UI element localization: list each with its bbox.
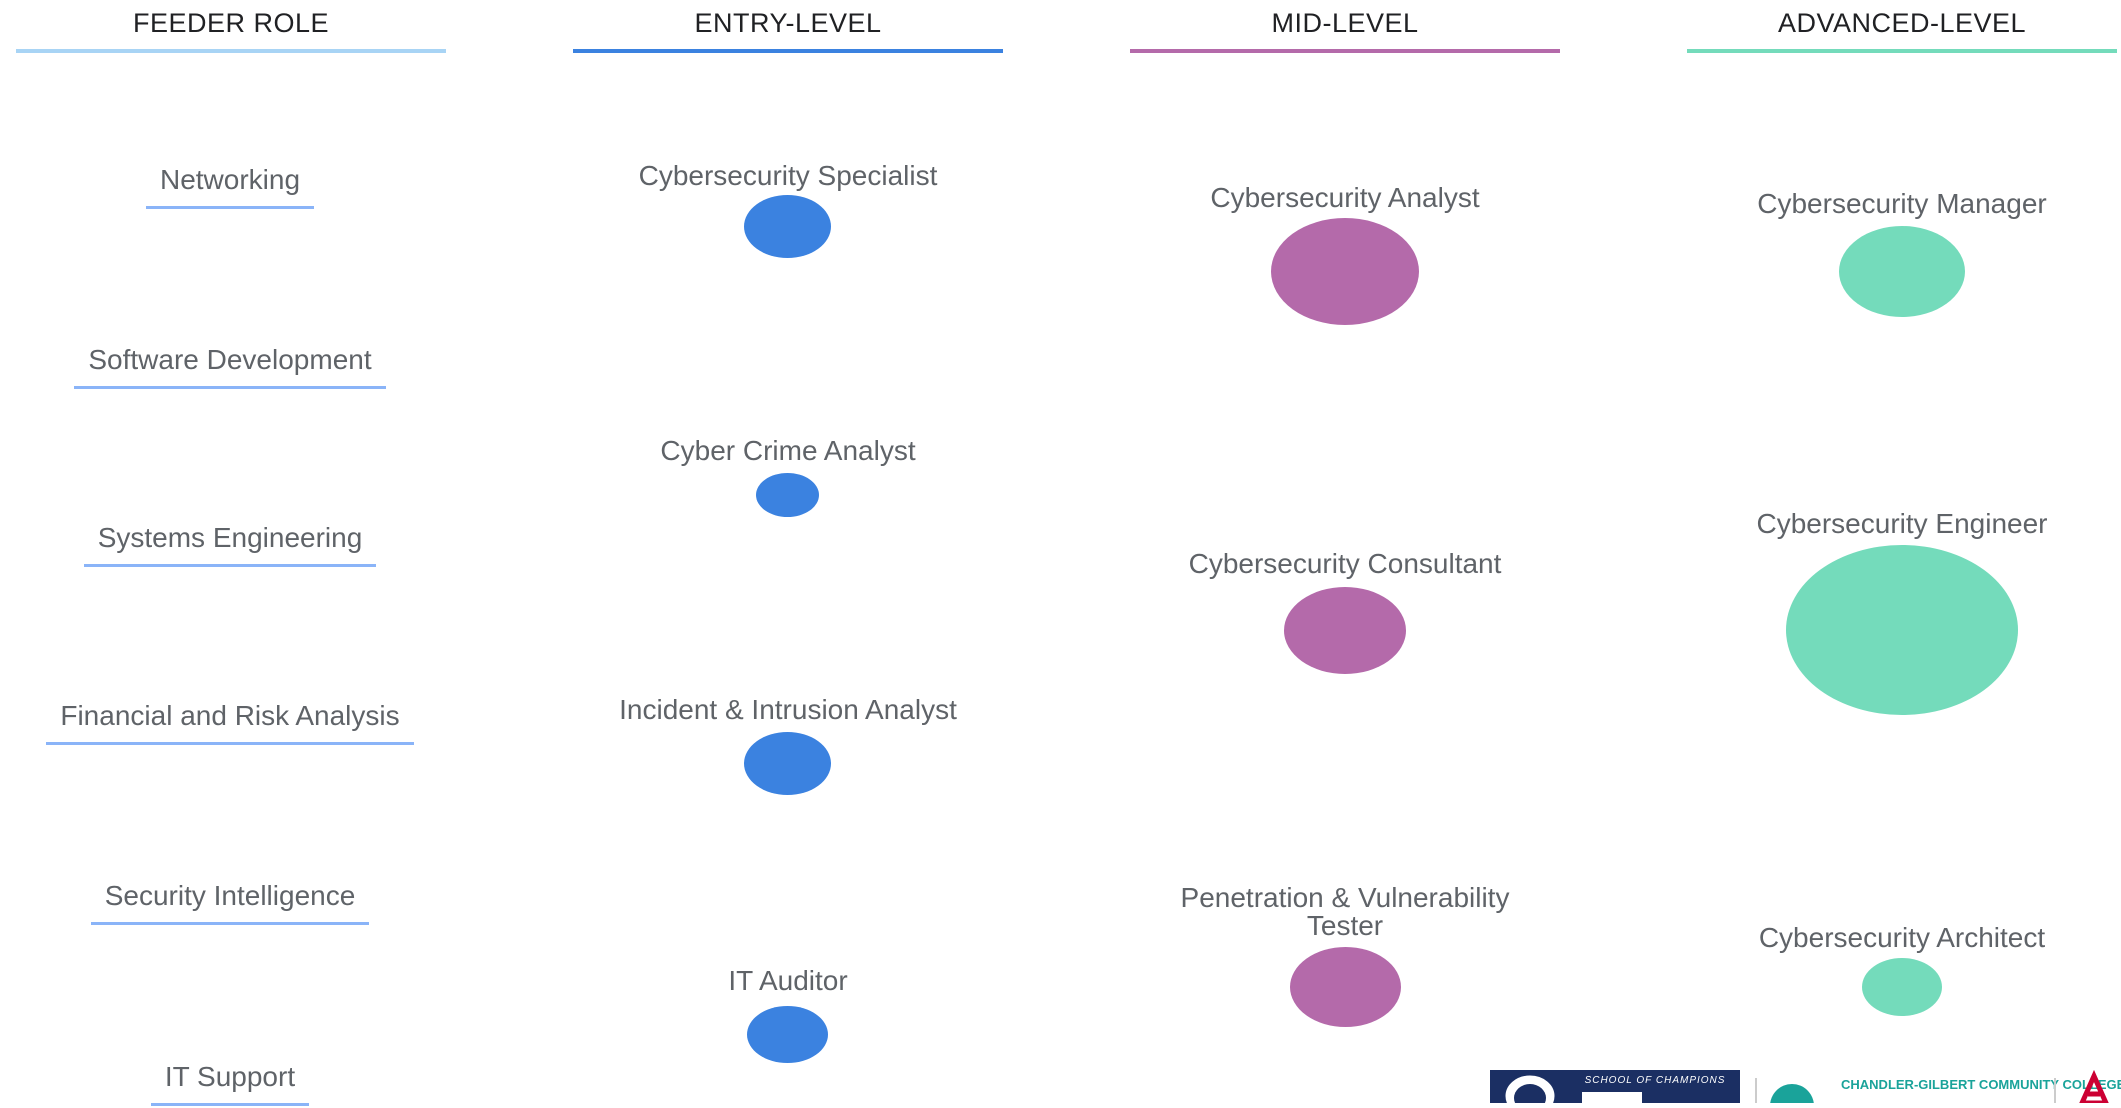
career-label: Cybersecurity Analyst <box>1210 182 1480 213</box>
career-cybersecurity-architect[interactable]: Cybersecurity Architect <box>1642 924 2121 952</box>
career-label: Cybersecurity Consultant <box>1188 548 1502 579</box>
partner-logos-graphic: SCHOOL OF CHAMPIONS CHANDLER-GILBERT COM… <box>1490 1069 2121 1108</box>
bubble-penetration-vulnerability-tester[interactable] <box>1290 947 1401 1027</box>
bubble-cybersecurity-manager[interactable] <box>1839 226 1965 317</box>
feeder-systems-engineering[interactable]: Systems Engineering <box>0 522 460 567</box>
feeder-financial-risk-analysis[interactable]: Financial and Risk Analysis <box>0 700 460 745</box>
career-cybersecurity-specialist[interactable]: Cybersecurity Specialist <box>528 162 1048 190</box>
feeder-security-intelligence[interactable]: Security Intelligence <box>0 880 460 925</box>
college-logo-text: CHANDLER-GILBERT COMMUNITY COLLEGE <box>1841 1077 2121 1092</box>
feeder-it-support[interactable]: IT Support <box>0 1061 460 1106</box>
career-label: Incident & Intrusion Analyst <box>619 694 957 725</box>
feeder-label: Software Development <box>74 344 386 389</box>
career-cybersecurity-manager[interactable]: Cybersecurity Manager <box>1642 190 2121 218</box>
school-banner-text: SCHOOL OF CHAMPIONS <box>1585 1075 1726 1086</box>
feeder-label: Networking <box>145 164 315 209</box>
bubble-cybersecurity-consultant[interactable] <box>1284 587 1406 674</box>
career-incident-intrusion-analyst[interactable]: Incident & Intrusion Analyst <box>528 696 1048 724</box>
career-label: Cybersecurity Manager <box>1757 188 2047 219</box>
school-crest-inner <box>1514 1084 1546 1108</box>
bubble-cybersecurity-analyst[interactable] <box>1271 218 1419 325</box>
header-entry-rule <box>573 49 1003 53</box>
header-mid-level: MID-LEVEL <box>1271 8 1419 38</box>
bubble-cybersecurity-specialist[interactable] <box>744 195 831 258</box>
header-mid-rule <box>1130 49 1560 53</box>
college-logo-icon <box>1770 1084 1814 1108</box>
school-banner <box>1570 1072 1740 1086</box>
career-label: Cybersecurity Architect <box>1758 922 2046 953</box>
feeder-label: IT Support <box>150 1061 310 1106</box>
bubble-it-auditor[interactable] <box>747 1006 828 1063</box>
bubble-cyber-crime-analyst[interactable] <box>756 473 819 517</box>
header-entry-level: ENTRY-LEVEL <box>694 8 882 38</box>
feeder-networking[interactable]: Networking <box>0 164 460 209</box>
header-feeder-rule <box>16 49 446 53</box>
career-cybersecurity-analyst[interactable]: Cybersecurity Analyst <box>1085 184 1605 212</box>
career-label: Cyber Crime Analyst <box>660 435 916 466</box>
feeder-label: Financial and Risk Analysis <box>46 700 414 745</box>
bubble-cybersecurity-engineer[interactable] <box>1786 545 2018 715</box>
career-cyber-crime-analyst[interactable]: Cyber Crime Analyst <box>528 437 1048 465</box>
feeder-label: Systems Engineering <box>83 522 377 567</box>
career-label: IT Auditor <box>728 965 848 996</box>
career-cybersecurity-consultant[interactable]: Cybersecurity Consultant <box>1085 550 1605 578</box>
career-it-auditor[interactable]: IT Auditor <box>528 967 1048 995</box>
career-label: Penetration & Vulnerability Tester <box>1180 882 1510 941</box>
career-penetration-vulnerability-tester[interactable]: Penetration & Vulnerability Tester <box>1085 884 1605 940</box>
career-cybersecurity-engineer[interactable]: Cybersecurity Engineer <box>1642 510 2121 538</box>
bubble-cybersecurity-architect[interactable] <box>1862 958 1942 1016</box>
feeder-label: Security Intelligence <box>90 880 370 925</box>
career-label: Cybersecurity Specialist <box>638 160 938 191</box>
career-label: Cybersecurity Engineer <box>1756 508 2048 539</box>
feeder-software-development[interactable]: Software Development <box>0 344 460 389</box>
header-feeder-role: FEEDER ROLE <box>132 8 330 38</box>
header-advanced-rule <box>1687 49 2117 53</box>
partner-logos: SCHOOL OF CHAMPIONS CHANDLER-GILBERT COM… <box>1486 1068 2121 1108</box>
bubble-incident-intrusion-analyst[interactable] <box>744 732 831 795</box>
header-advanced-level: ADVANCED-LEVEL <box>1777 8 2027 38</box>
school-wordmark <box>1582 1092 1642 1103</box>
